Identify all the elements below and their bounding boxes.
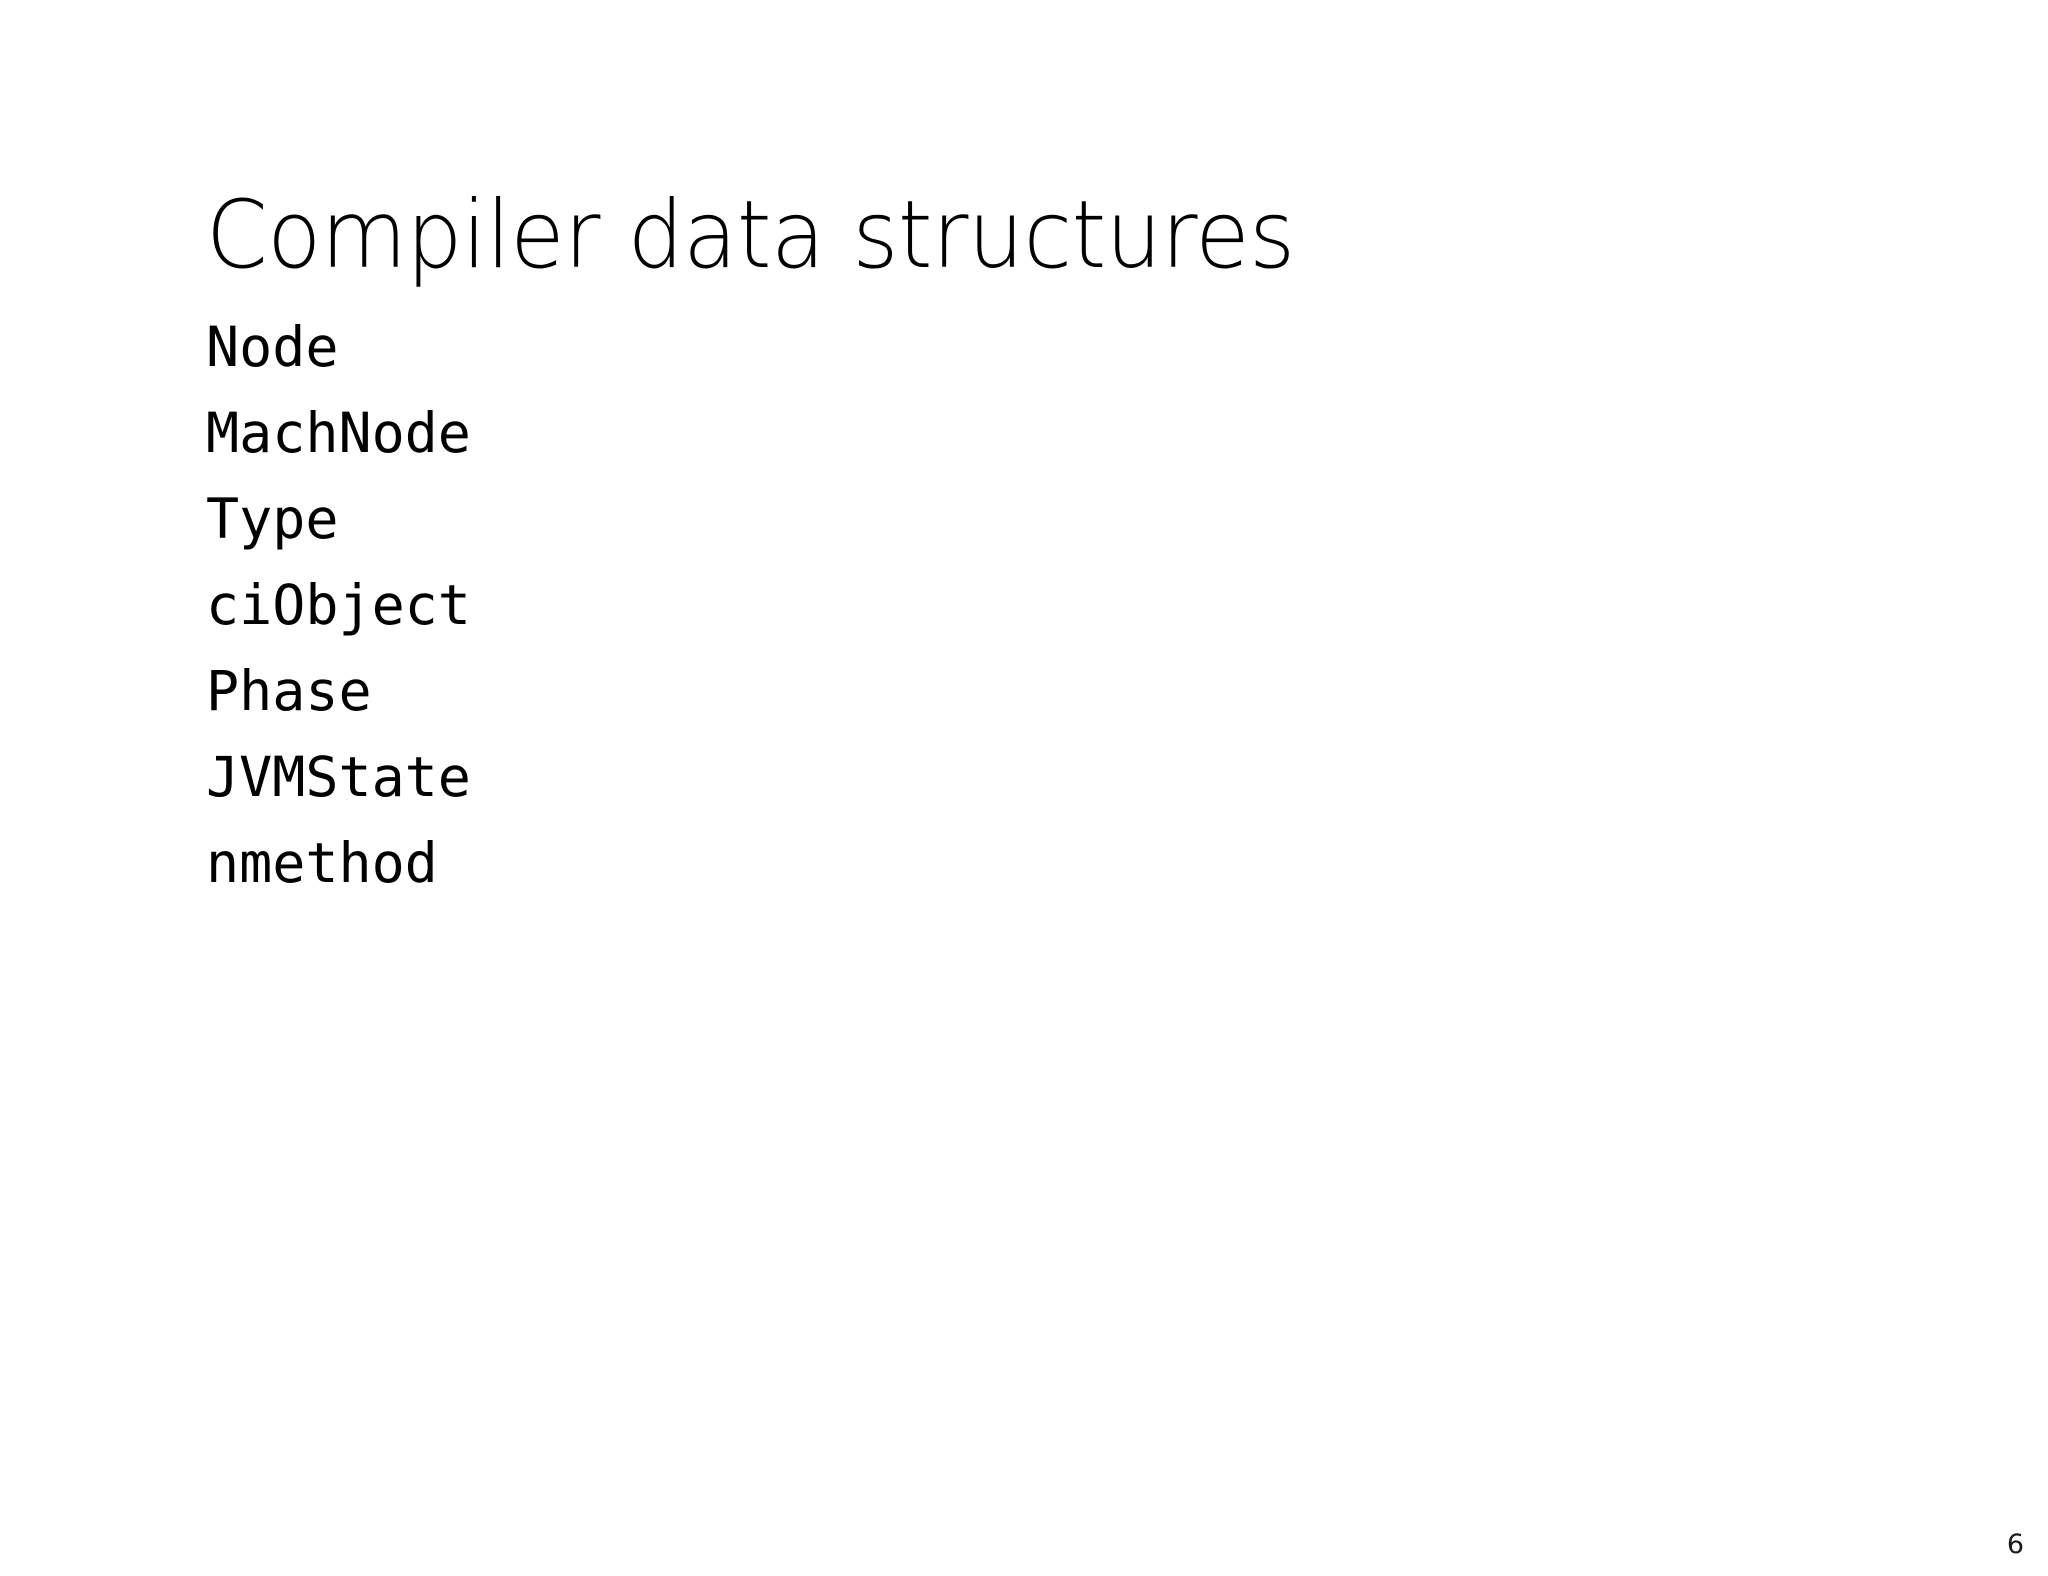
page-number: 6 — [2006, 1529, 2024, 1560]
list-item: ciObject — [206, 573, 471, 637]
list-item: Node — [206, 315, 339, 379]
list-item: JVMState — [206, 745, 471, 809]
list-item: nmethod — [206, 831, 438, 895]
page-title: Compiler data structures — [206, 180, 1295, 290]
list-item: MachNode — [206, 401, 471, 465]
compiler-data-structures-list: Node MachNode Type ciObject Phase JVMSta… — [206, 304, 471, 906]
list-item: Phase — [206, 659, 372, 723]
list-item: Type — [206, 487, 339, 551]
